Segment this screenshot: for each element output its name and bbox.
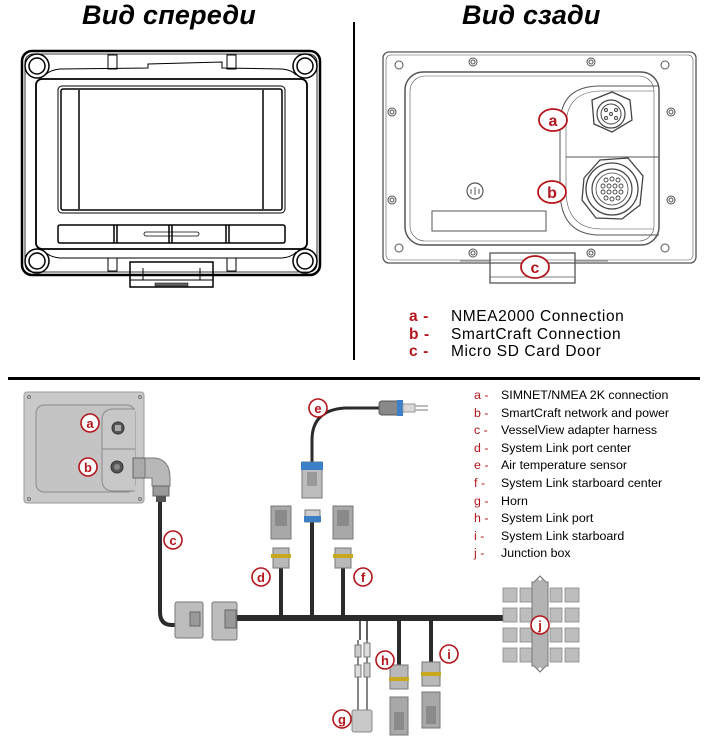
legend-key: j -: [474, 546, 485, 561]
wiring-legend: a - SIMNET/NMEA 2K connection b - SmartCra…: [474, 387, 669, 563]
legend-label: NMEA2000 Connection: [451, 308, 625, 325]
legend-key: a -: [474, 388, 489, 402]
legend-item: c - VesselView adapter harness: [474, 422, 669, 440]
callout-b-label: b: [547, 185, 557, 202]
air-temp-sensor: [378, 400, 428, 416]
legend-label: SmartCraft Connection: [451, 325, 622, 343]
legend-key: h -: [474, 511, 489, 526]
junction-box: [502, 575, 580, 673]
legend-label: VesselView adapter harness: [501, 423, 658, 438]
legend-label: Micro SD Card Door: [451, 343, 602, 360]
harness-connector: [174, 601, 238, 641]
svg-text:g: g: [338, 712, 346, 727]
front-view-title: Вид спереди: [82, 0, 256, 30]
legend-key: g -: [474, 493, 489, 508]
screw-icon: [24, 53, 318, 274]
callout-wiring-b: b: [78, 457, 98, 477]
callout-b: b: [537, 180, 567, 204]
rear-callouts: a b c: [520, 108, 568, 279]
legend-key: c -: [474, 423, 488, 438]
callout-wiring-i: i: [439, 644, 459, 664]
screw-hole-icon: [387, 57, 676, 258]
callout-c: c: [520, 255, 550, 279]
connector-d: [270, 505, 292, 569]
legend-item: d - System Link port center: [474, 440, 669, 458]
horn-assembly: [351, 640, 373, 733]
legend-label: System Link port center: [501, 440, 632, 455]
legend-key: f -: [474, 475, 486, 490]
callout-wiring-a: a: [80, 413, 100, 433]
legend-item: b - SmartCraft Connection: [409, 326, 624, 344]
nmea2000-port-icon: [591, 91, 633, 133]
legend-item: b - SmartCraft network and power: [474, 405, 669, 423]
svg-text:h: h: [381, 653, 389, 668]
connector-f: [332, 505, 354, 569]
legend-key: e -: [474, 458, 489, 473]
legend-label: System Link port: [501, 511, 594, 526]
svg-text:d: d: [257, 570, 265, 585]
connector-h: [389, 664, 409, 736]
legend-key: b -: [409, 325, 430, 343]
wiring-callouts: a b c d e f g h i j: [78, 398, 550, 729]
vent-icon: [466, 182, 484, 200]
callout-wiring-d: d: [251, 567, 271, 587]
legend-item: c - Micro SD Card Door: [409, 343, 624, 361]
legend-item: h - System Link port: [474, 510, 669, 528]
connector-i: [421, 661, 441, 729]
svg-text:i: i: [447, 647, 451, 662]
callout-wiring-c: c: [163, 530, 183, 550]
legend-label: Junction box: [501, 546, 571, 561]
legend-key: c -: [409, 343, 429, 360]
elbow-connector: [132, 457, 171, 502]
legend-key: a -: [409, 308, 429, 325]
front-view-device: [20, 49, 322, 288]
horizontal-divider: [8, 377, 700, 380]
callout-wiring-h: h: [375, 650, 395, 670]
svg-text:b: b: [84, 460, 92, 475]
legend-key: d -: [474, 440, 489, 455]
svg-text:a: a: [86, 416, 94, 431]
svg-text:j: j: [537, 618, 542, 633]
legend-item: g - Horn: [474, 493, 669, 511]
callout-a-label: a: [549, 113, 558, 130]
callout-wiring-f: f: [353, 567, 373, 587]
legend-item: a - SIMNET/NMEA 2K connection: [474, 387, 669, 405]
legend-item: i - System Link starboard: [474, 528, 669, 546]
legend-item: f - System Link starboard center: [474, 475, 669, 493]
callout-a: a: [538, 108, 568, 132]
smartcraft-port-icon: [581, 157, 644, 220]
legend-label: SIMNET/NMEA 2K connection: [501, 388, 669, 402]
svg-text:f: f: [361, 570, 366, 585]
adapter-harness-cable: [158, 502, 177, 627]
legend-label: Horn: [501, 493, 528, 508]
legend-key: b -: [474, 405, 489, 420]
callout-c-label: c: [531, 260, 540, 277]
legend-label: System Link starboard: [501, 528, 625, 543]
connector-e-plug: [301, 461, 323, 523]
legend-key: i -: [474, 528, 485, 543]
legend-label: Air temperature sensor: [501, 458, 628, 473]
rear-view-legend: a - NMEA2000 Connection b - SmartCraft C…: [409, 308, 624, 361]
callout-wiring-g: g: [332, 709, 352, 729]
rear-view-title: Вид сзади: [462, 0, 601, 30]
display-rear-panel: [23, 391, 145, 504]
front-buttons: [57, 224, 286, 244]
svg-text:e: e: [314, 401, 321, 416]
legend-item: e - Air temperature sensor: [474, 457, 669, 475]
legend-item: a - NMEA2000 Connection: [409, 308, 624, 326]
sd-card-door: [489, 252, 576, 284]
svg-text:c: c: [169, 533, 176, 548]
branch-cables: [279, 520, 433, 665]
rear-view-device: [382, 51, 697, 284]
legend-label: System Link starboard center: [501, 475, 663, 490]
legend-label: SmartCraft network and power: [501, 405, 670, 420]
vertical-divider: [353, 22, 355, 360]
callout-wiring-e: e: [308, 398, 328, 418]
legend-item: j - Junction box: [474, 545, 669, 563]
callout-wiring-j: j: [530, 615, 550, 635]
